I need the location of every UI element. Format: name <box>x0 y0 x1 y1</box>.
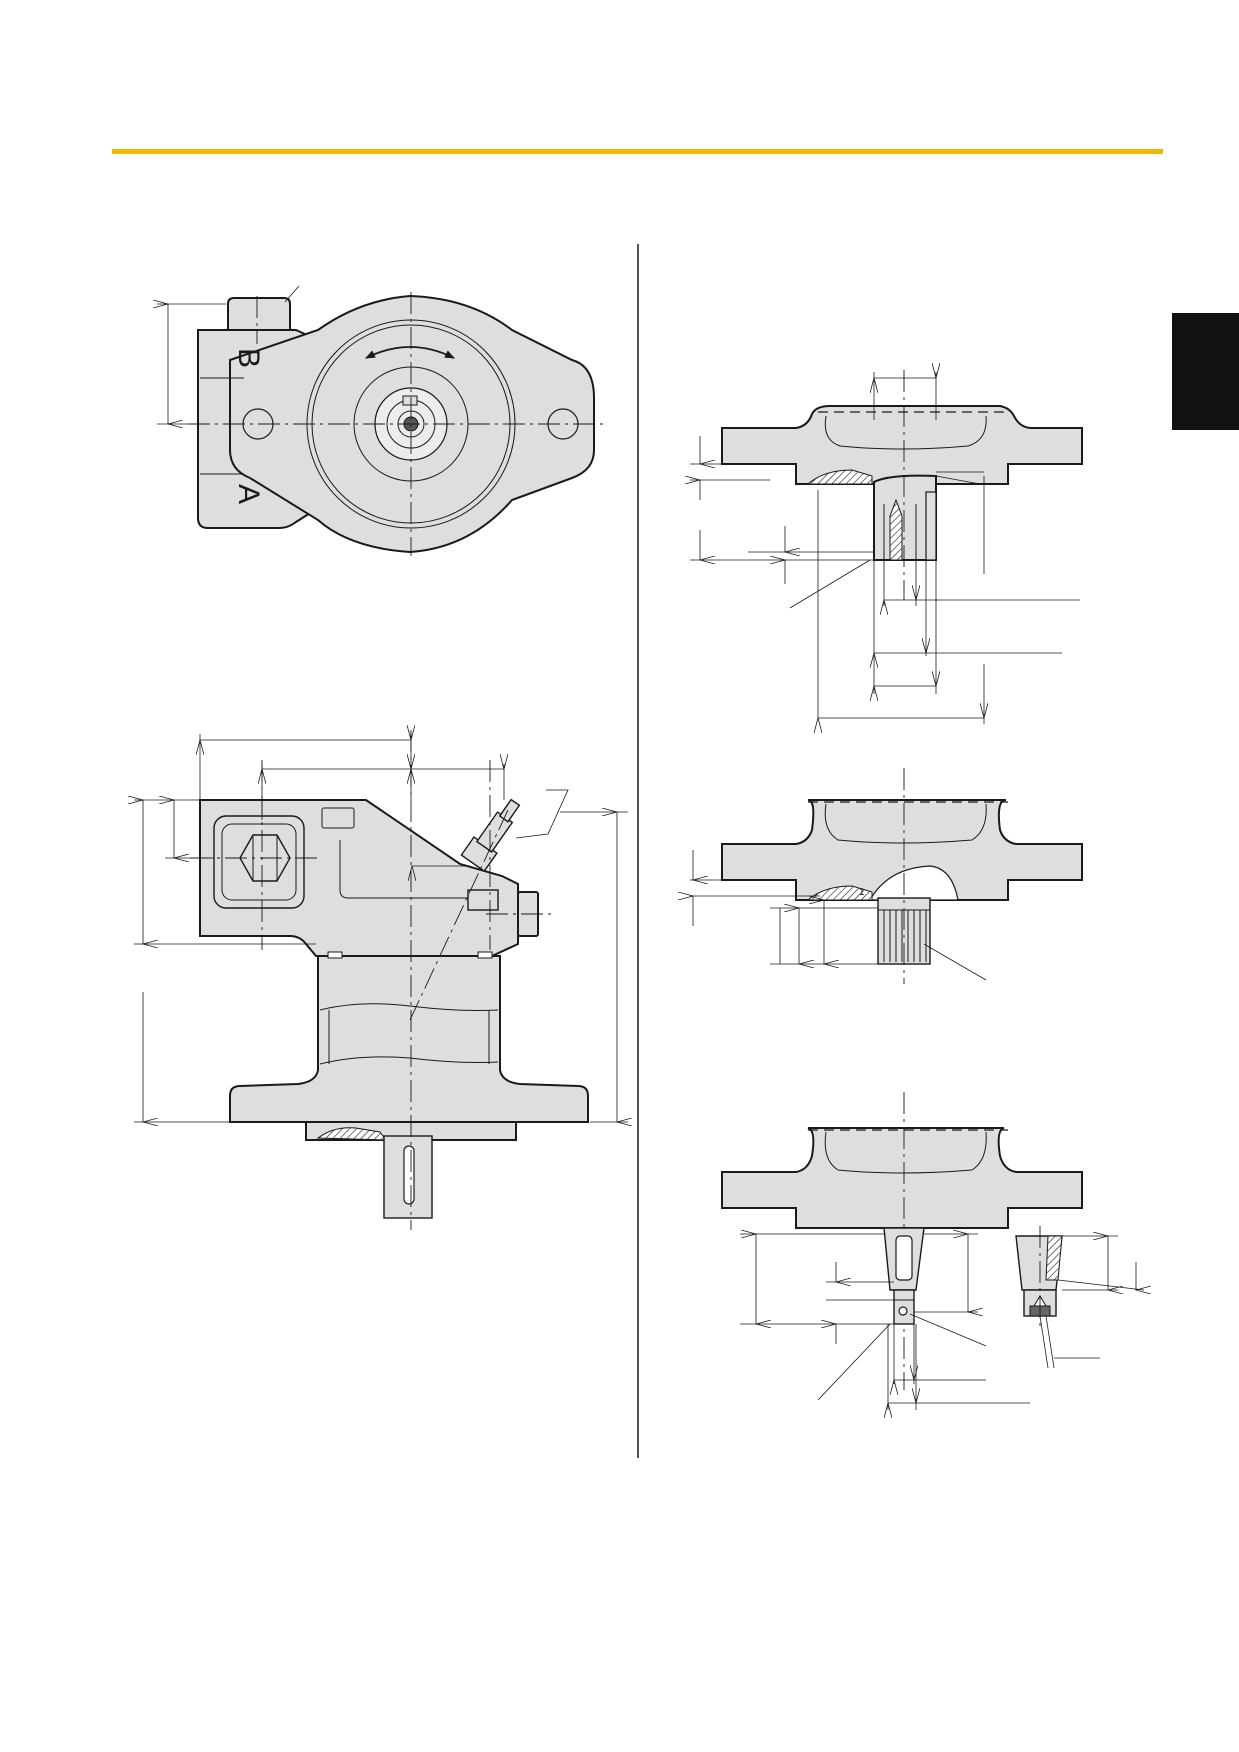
header-accent-bar <box>112 149 1163 154</box>
side-view <box>134 730 628 1230</box>
port-a-label: A <box>232 484 265 504</box>
section-side-tab <box>1172 313 1239 430</box>
port-b-label: B <box>232 348 265 368</box>
callout-number: 1 <box>859 887 865 898</box>
shaft-option-splined: 1 <box>690 768 1083 984</box>
shaft-option-keyed <box>690 370 1083 724</box>
front-view: B A <box>157 285 604 556</box>
shaft-option-tapered <box>721 1092 1144 1410</box>
spline-teeth <box>883 910 927 962</box>
